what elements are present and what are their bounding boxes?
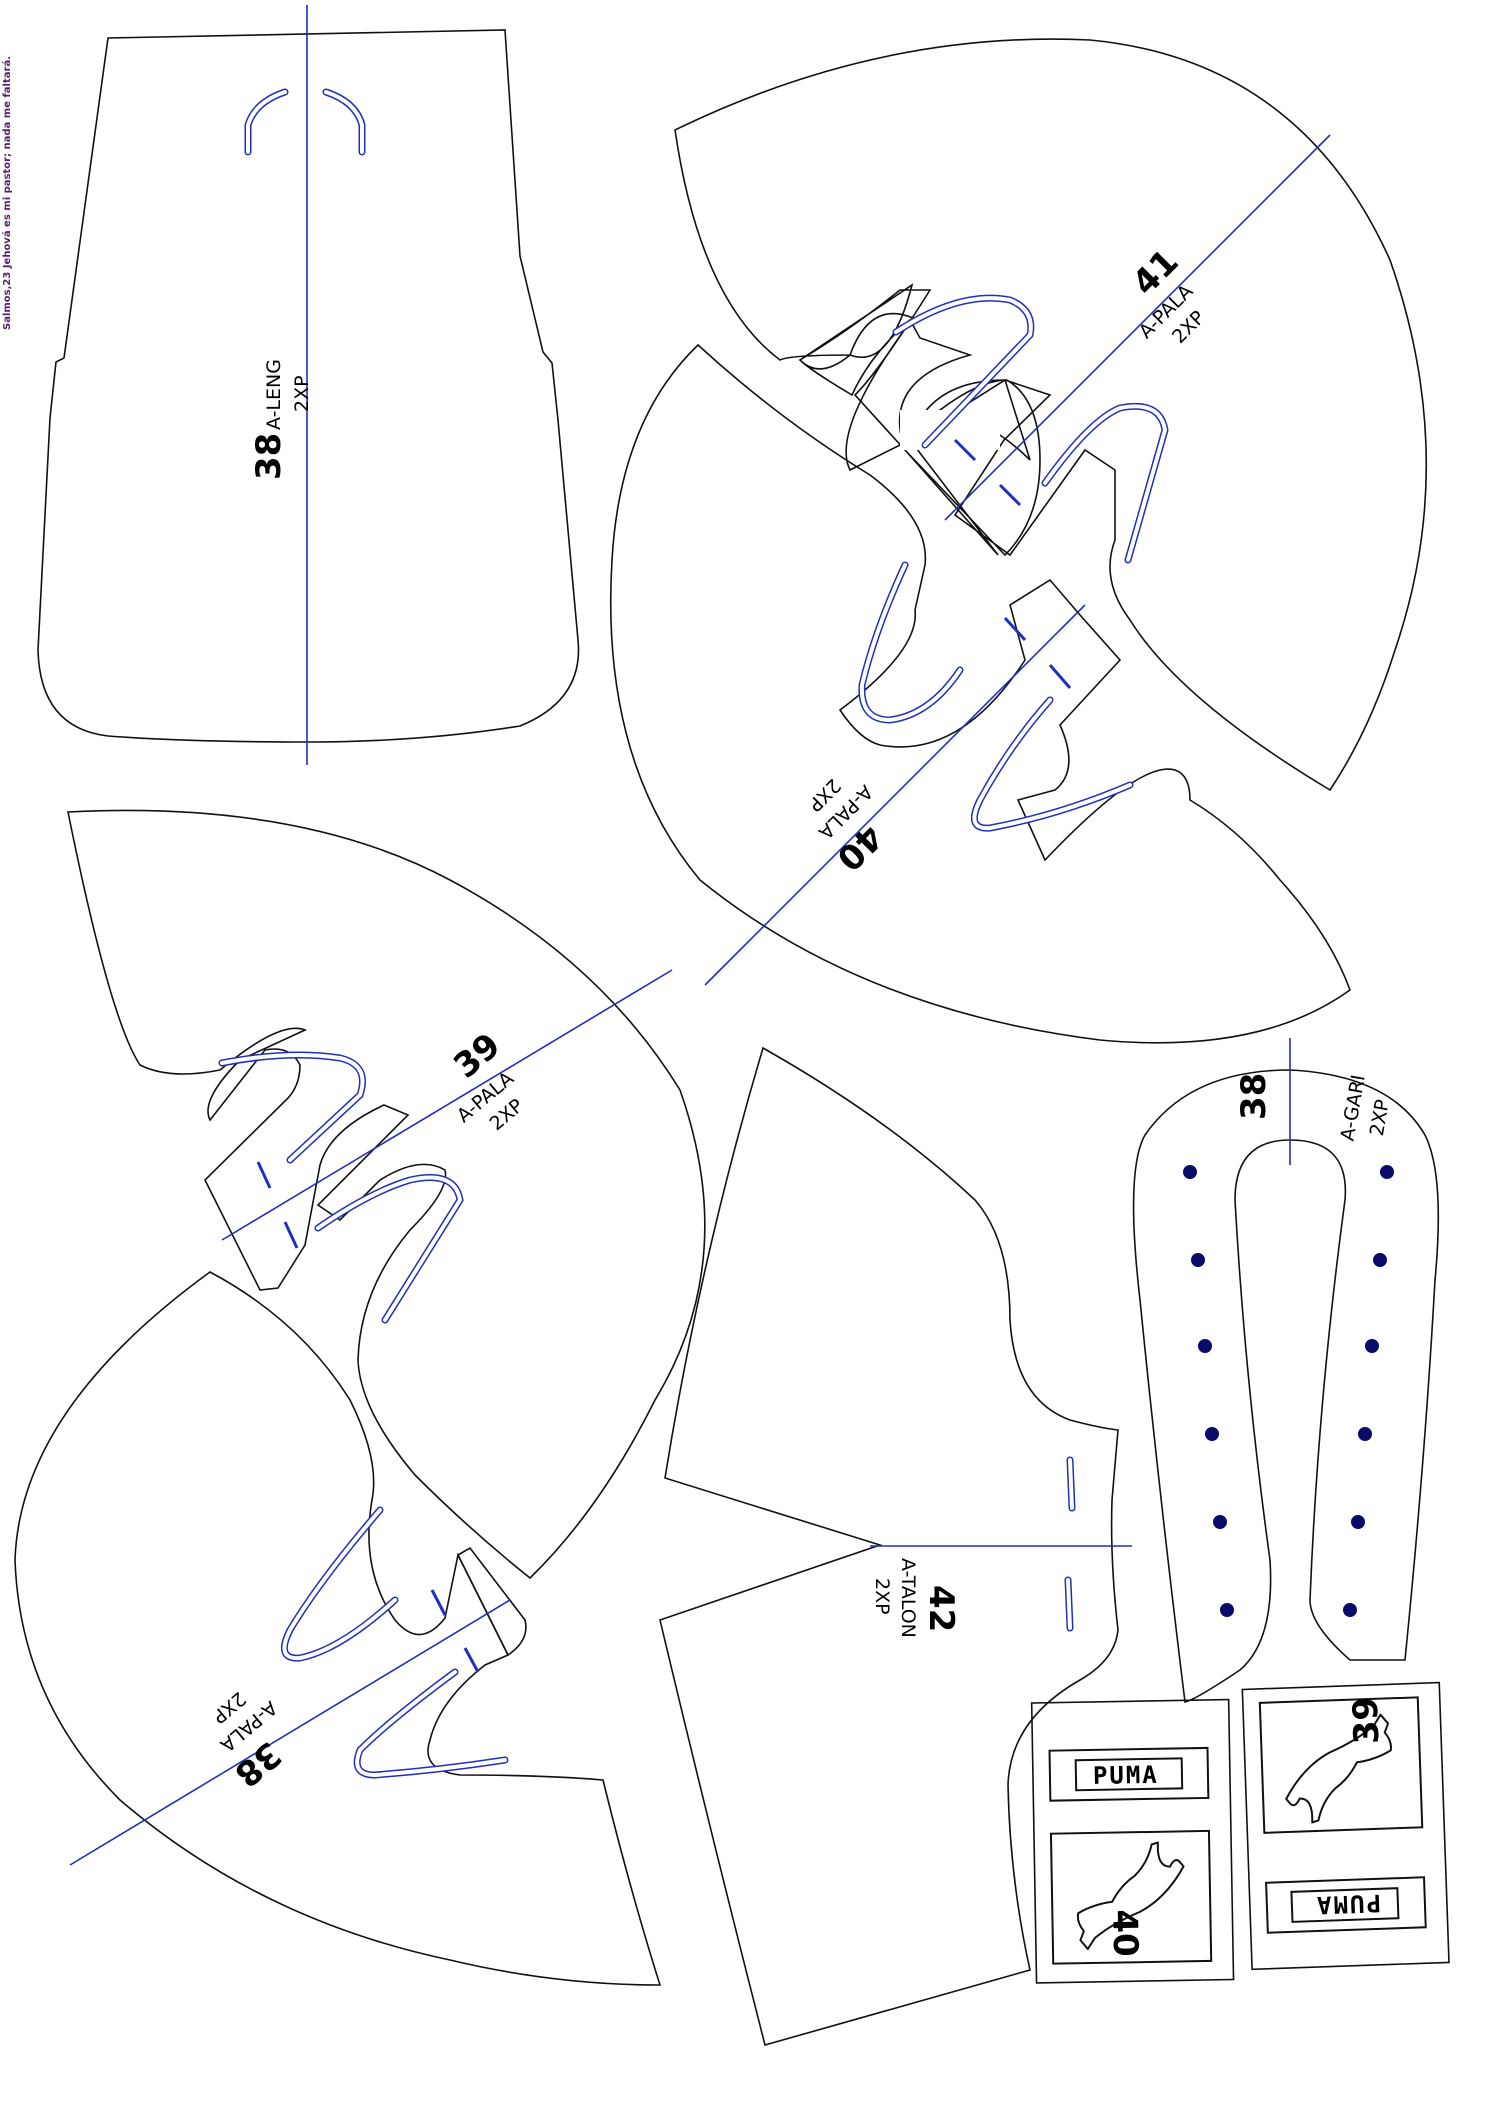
label-size-39: 39 PUMA bbox=[1241, 1681, 1450, 1971]
eyelet bbox=[1191, 1253, 1205, 1267]
piece-a-pala-41 bbox=[674, 38, 1428, 792]
gari-size: 38 bbox=[1234, 1073, 1274, 1120]
label40-cat-box bbox=[1049, 1829, 1213, 1965]
pala38-outline bbox=[14, 1271, 662, 1986]
label-size-40: PUMA 40 bbox=[1030, 1698, 1235, 1984]
leng-size: 38 bbox=[249, 433, 289, 480]
pala40-notch-a bbox=[1003, 616, 1027, 642]
talon-size: 42 bbox=[921, 1585, 961, 1632]
pala38-slot-a bbox=[280, 1506, 399, 1662]
piece-a-gari: 38 A-GARI 2XP bbox=[1132, 1038, 1440, 1703]
pala39-outline bbox=[67, 809, 706, 1580]
eyelet bbox=[1365, 1339, 1379, 1353]
label39-cat-box bbox=[1258, 1696, 1424, 1834]
pala40-slot-a bbox=[858, 561, 964, 724]
leng-name: A-LENG bbox=[263, 359, 285, 430]
pala38-notch-b bbox=[463, 1647, 480, 1673]
pala41-guides: 41 A-PALA 2XP bbox=[892, 134, 1331, 564]
pala41-centerline bbox=[944, 134, 1331, 521]
label40-size: 40 bbox=[1104, 1909, 1145, 1957]
talon-name: A-TALON bbox=[897, 1558, 919, 1638]
pala41-outline bbox=[674, 38, 1428, 792]
label39-frame bbox=[1241, 1681, 1450, 1971]
eyelet bbox=[1213, 1515, 1227, 1529]
eyelet bbox=[1183, 1165, 1197, 1179]
pala41-slot-b bbox=[1041, 402, 1169, 564]
eyelet bbox=[1220, 1603, 1234, 1617]
pala40-notch-b bbox=[1048, 664, 1072, 689]
piece-a-leng: 38 A-LENG 2XP bbox=[37, 5, 580, 765]
eyelet bbox=[1373, 1253, 1387, 1267]
puma-cat-logo-icon bbox=[1285, 1713, 1392, 1824]
pala39-notch-a bbox=[256, 1161, 272, 1189]
label40-logo-box bbox=[1048, 1746, 1210, 1802]
gari-outline bbox=[1132, 1069, 1440, 1703]
label39-brand: PUMA bbox=[1315, 1889, 1382, 1919]
eyelet bbox=[1351, 1515, 1365, 1529]
label39-size: 39 bbox=[1346, 1696, 1388, 1745]
eyelet bbox=[1380, 1165, 1394, 1179]
talon-qty: 2XP bbox=[871, 1578, 893, 1615]
eyelet bbox=[1358, 1427, 1372, 1441]
piece-a-pala-38: 38 A-PALA 2XP bbox=[14, 1271, 662, 1986]
pala41-notch-b bbox=[998, 483, 1022, 507]
eyelet bbox=[1343, 1603, 1357, 1617]
pala41-notch-a bbox=[953, 438, 977, 462]
pala39-slot-b bbox=[314, 1174, 464, 1324]
leng-outline bbox=[37, 29, 580, 743]
label39-logo-box bbox=[1265, 1876, 1427, 1934]
piece-a-pala-39 bbox=[67, 809, 706, 1580]
eyelet bbox=[1198, 1339, 1212, 1353]
pala38-notch-a bbox=[430, 1589, 447, 1616]
label40-frame bbox=[1030, 1698, 1235, 1984]
pala40-slot-b bbox=[970, 696, 1134, 832]
eyelet bbox=[1205, 1427, 1219, 1441]
pala39-slot-a bbox=[218, 1051, 366, 1164]
gari-eyelets bbox=[1183, 1165, 1394, 1617]
pala40-centerline bbox=[704, 604, 1086, 986]
piece-a-talon: 42 A-TALON 2XP bbox=[659, 1046, 1132, 2046]
label40-brand: PUMA bbox=[1093, 1761, 1159, 1790]
gari-name: A-GARI bbox=[1337, 1073, 1370, 1142]
pala38-centerline bbox=[69, 1599, 511, 1866]
gari-qty: 2XP bbox=[1366, 1098, 1394, 1138]
pala39-notch-b bbox=[283, 1221, 299, 1249]
pala40-outline bbox=[609, 343, 1351, 1044]
talon-outline bbox=[659, 1046, 1119, 2046]
pala39-centerline bbox=[221, 969, 673, 1241]
leng-qty: 2XP bbox=[291, 375, 313, 412]
pala39-detail: 39 A-PALA 2XP bbox=[218, 969, 673, 1324]
puma-cat-logo-icon bbox=[1076, 1841, 1185, 1951]
